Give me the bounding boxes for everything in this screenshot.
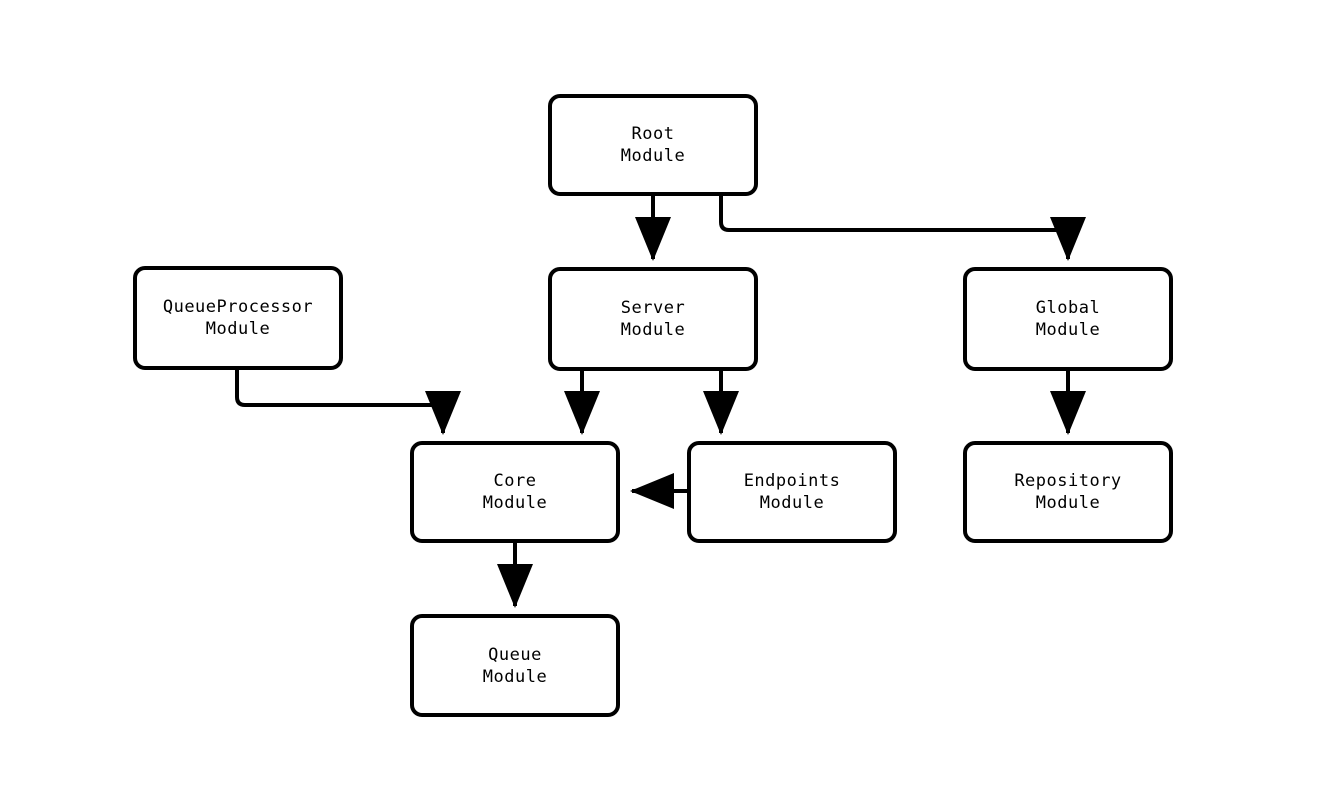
node-queue[interactable]: Queue Module [410,614,620,717]
node-label-queue: Queue Module [482,644,548,687]
node-server[interactable]: Server Module [548,267,758,371]
node-global[interactable]: Global Module [963,267,1173,371]
node-label-endpoints: Endpoints Module [743,471,841,513]
node-root[interactable]: Root Module [548,94,758,196]
node-core[interactable]: Core Module [410,441,620,543]
node-queueprocessor[interactable]: QueueProcessor Module [133,266,343,370]
node-label-core: Core Module [482,471,548,513]
edges-group [235,196,1086,608]
node-label-root: Root Module [620,124,686,166]
edge-root-global [719,196,1086,261]
node-repository[interactable]: Repository Module [963,441,1173,543]
edge-queueprocessor-core [235,370,461,435]
node-label-queueprocessor: QueueProcessor Module [162,297,314,339]
node-endpoints[interactable]: Endpoints Module [687,441,897,543]
node-label-server: Server Module [620,298,686,340]
node-label-global: Global Module [1035,298,1101,340]
node-label-repository: Repository Module [1014,471,1122,513]
